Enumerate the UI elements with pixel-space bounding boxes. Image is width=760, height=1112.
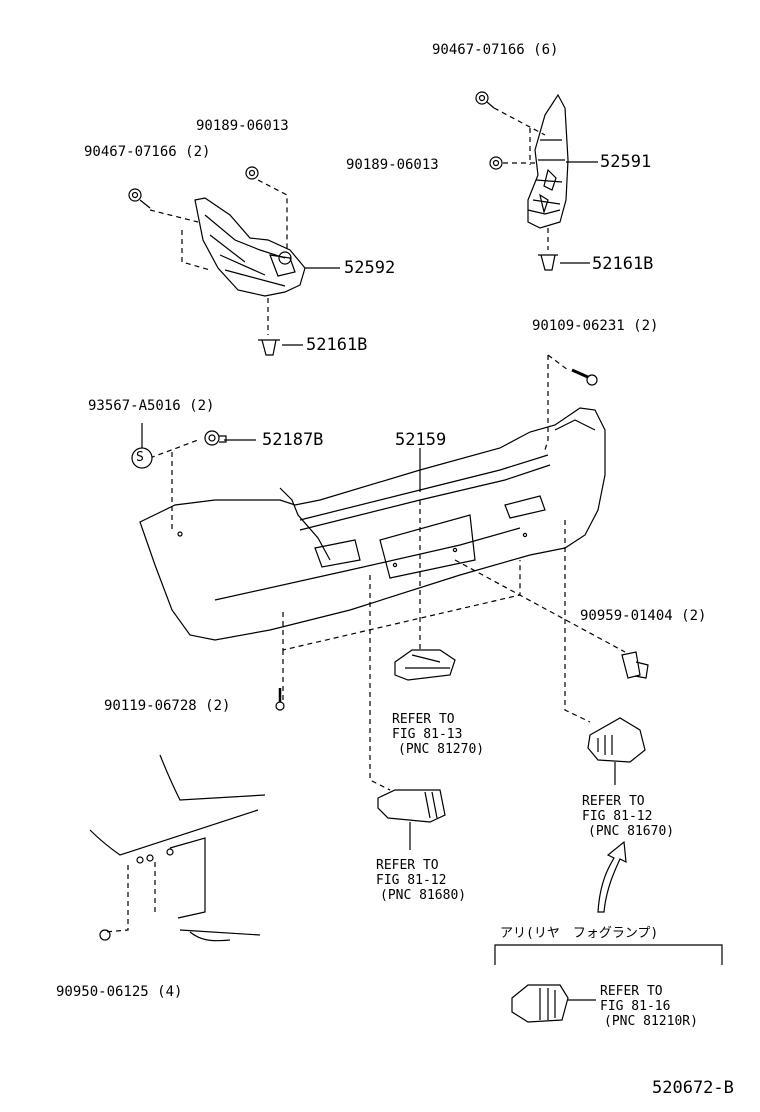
clip-90959 [621,651,649,679]
part-90189-left: 90189-06013 [196,118,289,134]
part-90109: 90109-06231 (2) [532,318,659,334]
reflector-right [587,717,646,763]
figure-code: 520672-B [652,1078,734,1098]
arrow-up [597,840,627,913]
part-90119: 90119-06728 (2) [104,698,231,714]
reflector-left [377,789,446,823]
nut-90189-left [245,166,259,180]
bumper-cover [139,407,606,641]
ref-4-line3: (PNC 81210R) [604,1014,698,1029]
retainer-52187b [204,430,227,446]
ref-2-line2: FIG 81-12 [582,809,653,824]
part-93567: 93567-A5016 (2) [88,398,215,414]
ref-4-line2: FIG 81-16 [600,999,671,1014]
mudguard-right [527,93,569,229]
ref-1-line1: REFER TO [392,712,455,727]
part-52592: 52592 [344,258,396,278]
ref-3-line2: FIG 81-12 [376,873,447,888]
clip-52161b-right [538,228,558,271]
screw-90119 [275,688,285,711]
leader-dash-1 [493,107,546,136]
nut-90189-right [489,156,503,170]
license-lamp [394,649,456,681]
ref-3-line3: (PNC 81680) [380,888,467,903]
mudguard-left [194,197,306,297]
fog-lamp [511,984,569,1023]
ref-2-line3: (PNC 81670) [588,824,675,839]
screw-90467-left [128,188,151,209]
part-52159: 52159 [395,430,447,450]
ref-2-line1: REFER TO [582,794,645,809]
part-52187b: 52187B [262,430,324,450]
screw-90467-top [475,91,495,109]
part-90467-6: 90467-07166 (6) [432,42,559,58]
s-mark-label: S [136,450,144,465]
part-52591: 52591 [600,152,652,172]
part-90189-right: 90189-06013 [346,157,439,173]
ref-1-line2: FIG 81-13 [392,727,463,742]
part-52161b-left: 52161B [306,335,368,355]
body-panel [89,754,266,942]
bolt-90109 [571,368,598,386]
part-90950: 90950-06125 (4) [56,984,183,1000]
option-label: アリ(リヤ フォグランプ) [500,926,659,941]
clip-52161b-left [258,298,280,356]
part-90467-2: 90467-07166 (2) [84,144,211,160]
option-bracket [494,944,723,965]
part-90959: 90959-01404 (2) [580,608,707,624]
plug-90950 [99,929,111,941]
ref-3-line1: REFER TO [376,858,439,873]
ref-1-line3: (PNC 81270) [398,742,485,757]
ref-4-line1: REFER TO [600,984,663,999]
part-52161b-right: 52161B [592,254,654,274]
